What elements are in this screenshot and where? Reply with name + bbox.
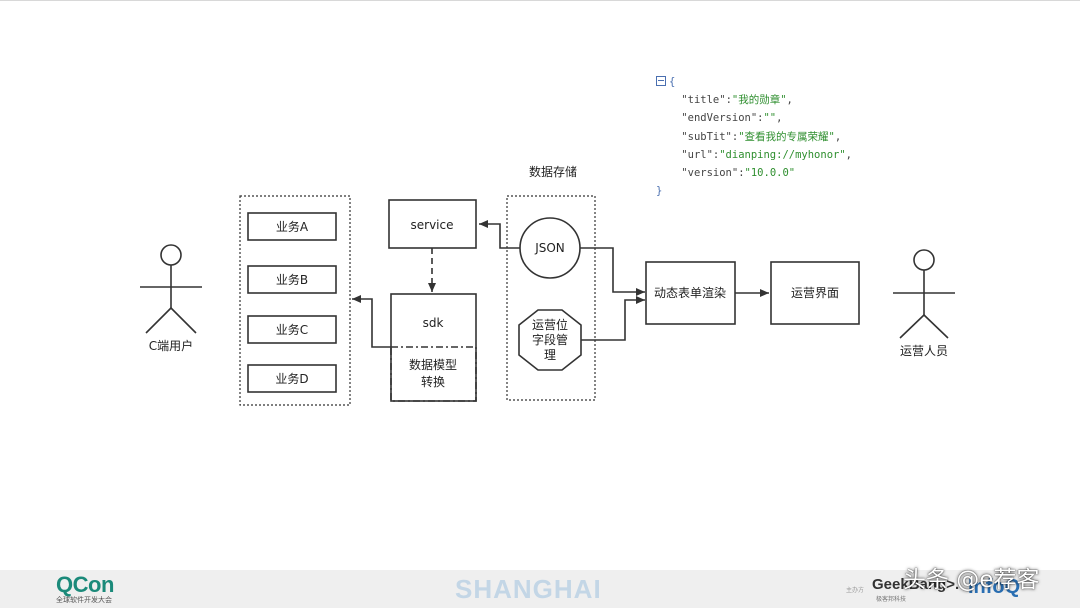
ops-ui-label: 运营界面 [791,286,839,300]
json-line: "title":"我的勋章", [681,94,793,107]
json-tail: , [834,130,842,143]
json-key: "endVersion" [681,112,758,125]
json-tail: , [776,112,783,125]
json-open-brace: { [669,76,676,88]
infoq-logo: InfoQ [968,576,1021,598]
business-c: 业务C [247,315,337,344]
storage-group [506,195,596,401]
json-tail: , [786,94,793,107]
json-key: "subTit" [681,130,732,143]
data-model-box [390,346,477,402]
operator-actor-icon [893,249,955,339]
business-c-label: 业务C [276,322,308,337]
json-value: "10.0.0" [744,167,796,180]
host-label: 主办方 [846,587,865,594]
json-sample: { "title":"我的勋章", "endVersion":"", "subT… [656,73,896,200]
business-a-label: 业务A [276,219,309,234]
json-open-line: { [656,73,896,91]
json-value: "" [763,112,777,125]
json-value: "我的勋章" [731,94,787,107]
json-value: "dianping://myhonor" [719,148,846,161]
top-divider [0,0,1080,1]
footer-bar [0,570,1080,608]
json-line: "version":"10.0.0" [681,167,796,180]
business-d-label: 业务D [275,371,308,386]
dynamic-render-label: 动态表单渲染 [654,285,726,300]
c-user-label: C端用户 [149,338,193,353]
service-label: service [411,218,454,232]
json-key: "url" [681,148,713,161]
ops-field-node [518,309,582,371]
sdk-to-business-arrow [352,295,391,348]
json-close-line: } [656,182,896,200]
data-model-label-1: 数据模型 [409,357,457,372]
geekbang-logo: GeekBang>. [872,576,960,593]
business-d: 业务D [247,364,337,393]
ops-field-to-render-arrow [581,296,645,341]
json-to-service-arrow [479,220,520,249]
qcon-logo: QCon [56,572,114,597]
qcon-subtitle: 全球软件开发大会 [56,596,112,604]
geekbang-subtitle: 极客邦科技 [876,596,907,603]
operator-label: 运营人员 [900,344,948,358]
watermark: 头条 @e荐客 [903,567,1040,593]
json-key: "version" [681,167,739,180]
json-tail: , [845,148,852,161]
json-node-label: JSON [534,241,565,255]
json-close-brace: } [656,185,663,198]
json-value: "查看我的专属荣耀" [738,130,835,143]
json-line: "endVersion":"", [681,112,783,125]
storage-title: 数据存储 [529,164,577,179]
json-line: "url":"dianping://myhonor", [681,148,852,161]
architecture-diagram: C端用户 业务A 业务B 业务C 业务D service sdk 数据模型 转换… [140,164,955,406]
data-model-label-2: 转换 [421,374,445,389]
c-user-actor-icon [140,244,202,334]
business-b: 业务B [247,265,337,294]
ops-field-label-1: 运营位 [532,317,568,332]
json-to-render-arrow [580,247,645,296]
collapse-icon[interactable] [656,76,666,86]
json-key: "title" [681,94,726,107]
city-label: SHANGHAI [455,574,602,604]
business-group [239,195,351,406]
ops-field-label-3: 理 [544,348,556,362]
business-b-label: 业务B [276,272,308,287]
ops-field-label-2: 字段管 [532,332,568,347]
ops-ui-box [770,261,860,325]
json-line: "subTit":"查看我的专属荣耀", [681,130,842,143]
sdk-label: sdk [423,316,444,330]
business-a: 业务A [247,212,337,241]
